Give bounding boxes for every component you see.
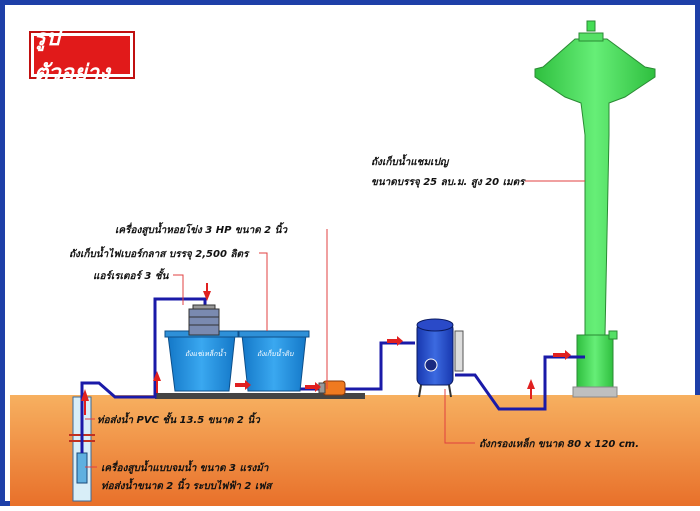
page-title: รูปตัวอย่าง: [34, 26, 110, 86]
aerator-label: แอร์เรเตอร์ 3 ชั้น: [93, 271, 169, 282]
tank-left-inner-label: ถังแช่เหล็กน้ำ: [185, 350, 227, 358]
ground: [10, 395, 700, 506]
champagne-water-tower: [534, 20, 656, 398]
fiberglass-tank-label: ถังเก็บน้ำไฟเบอร์กลาส บรรจุ 2,500 ลิตร: [69, 249, 249, 260]
tank-left: [164, 330, 239, 392]
tank-right-inner-label: ถังเก็บน้ำดิบ: [257, 350, 294, 358]
tank-platform: [155, 393, 365, 399]
pvc-pipe-label: ท่อส่งน้ำ PVC ชั้น 13.5 ขนาด 2 นิ้ว: [97, 415, 260, 426]
diagram-scene: [10, 20, 700, 506]
iron-filter-label: ถังกรองเหล็ก ขนาด 80 x 120 cm.: [479, 439, 640, 450]
leader-lines: [85, 180, 585, 468]
iron-filter-tank: [416, 318, 464, 398]
surface-pump-label: เครื่องสูบน้ำหอยโข่ง 3 HP ขนาด 2 นิ้ว: [115, 225, 288, 236]
surface-pump: [318, 380, 346, 396]
pipe-power-label: ท่อส่งน้ำขนาด 2 นิ้ว ระบบไฟฟ้า 2 เฟส: [101, 481, 272, 492]
submersible-pump-label: เครื่องสูบน้ำแบบจมน้ำ ขนาด 3 แรงม้า: [101, 463, 269, 474]
tower-spec-label: ขนาดบรรจุ 25 ลบ.ม. สูง 20 เมตร: [371, 177, 525, 188]
tower-name-label: ถังเก็บน้ำแชมเปญ: [371, 157, 449, 168]
flow-arrows: [81, 283, 571, 415]
title-badge: รูปตัวอย่าง: [31, 26, 133, 86]
tank-right: [238, 330, 310, 392]
aerator-unit: [188, 304, 220, 336]
